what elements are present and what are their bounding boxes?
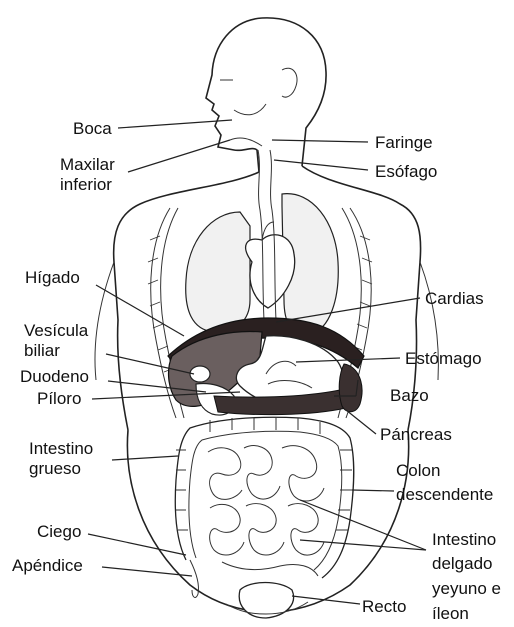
label-vesicula-line1: Vesícula <box>24 321 89 340</box>
label-bazo: Bazo <box>390 386 429 405</box>
label-piloro: Píloro <box>37 389 81 408</box>
label-colon-line1: Colon <box>396 461 440 480</box>
label-recto: Recto <box>362 597 406 616</box>
label-intestino-delgado-line1: Intestino <box>432 530 496 549</box>
label-maxilar-line1: Maxilar <box>60 155 115 174</box>
label-intestino-delgado-line3: yeyuno e <box>432 579 501 598</box>
label-apendice: Apéndice <box>12 556 83 575</box>
label-intestino-grueso-line2: grueso <box>29 459 81 478</box>
label-maxilar-line2: inferior <box>60 175 112 194</box>
spleen <box>339 364 362 412</box>
label-estomago: Estómago <box>405 349 482 368</box>
label-colon-line2: descendente <box>396 485 493 504</box>
label-higado: Hígado <box>25 268 80 287</box>
label-ciego: Ciego <box>37 522 81 541</box>
labels-left: Boca Maxilar inferior Hígado Vesícula bi… <box>12 119 115 575</box>
appendix <box>190 560 199 597</box>
label-faringe: Faringe <box>375 133 433 152</box>
label-cardias: Cardias <box>425 289 484 308</box>
label-duodeno: Duodeno <box>20 367 89 386</box>
labels-right: Faringe Esófago Cardias Estómago Bazo Pá… <box>362 133 501 623</box>
rectum <box>239 583 293 619</box>
label-esofago: Esófago <box>375 162 437 181</box>
label-intestino-delgado-line4: íleon <box>432 604 469 623</box>
label-vesicula-line2: biliar <box>24 341 60 360</box>
label-pancreas: Páncreas <box>380 425 452 444</box>
label-intestino-delgado-line2: delgado <box>432 554 493 573</box>
label-intestino-grueso-line1: Intestino <box>29 439 93 458</box>
label-boca: Boca <box>73 119 112 138</box>
